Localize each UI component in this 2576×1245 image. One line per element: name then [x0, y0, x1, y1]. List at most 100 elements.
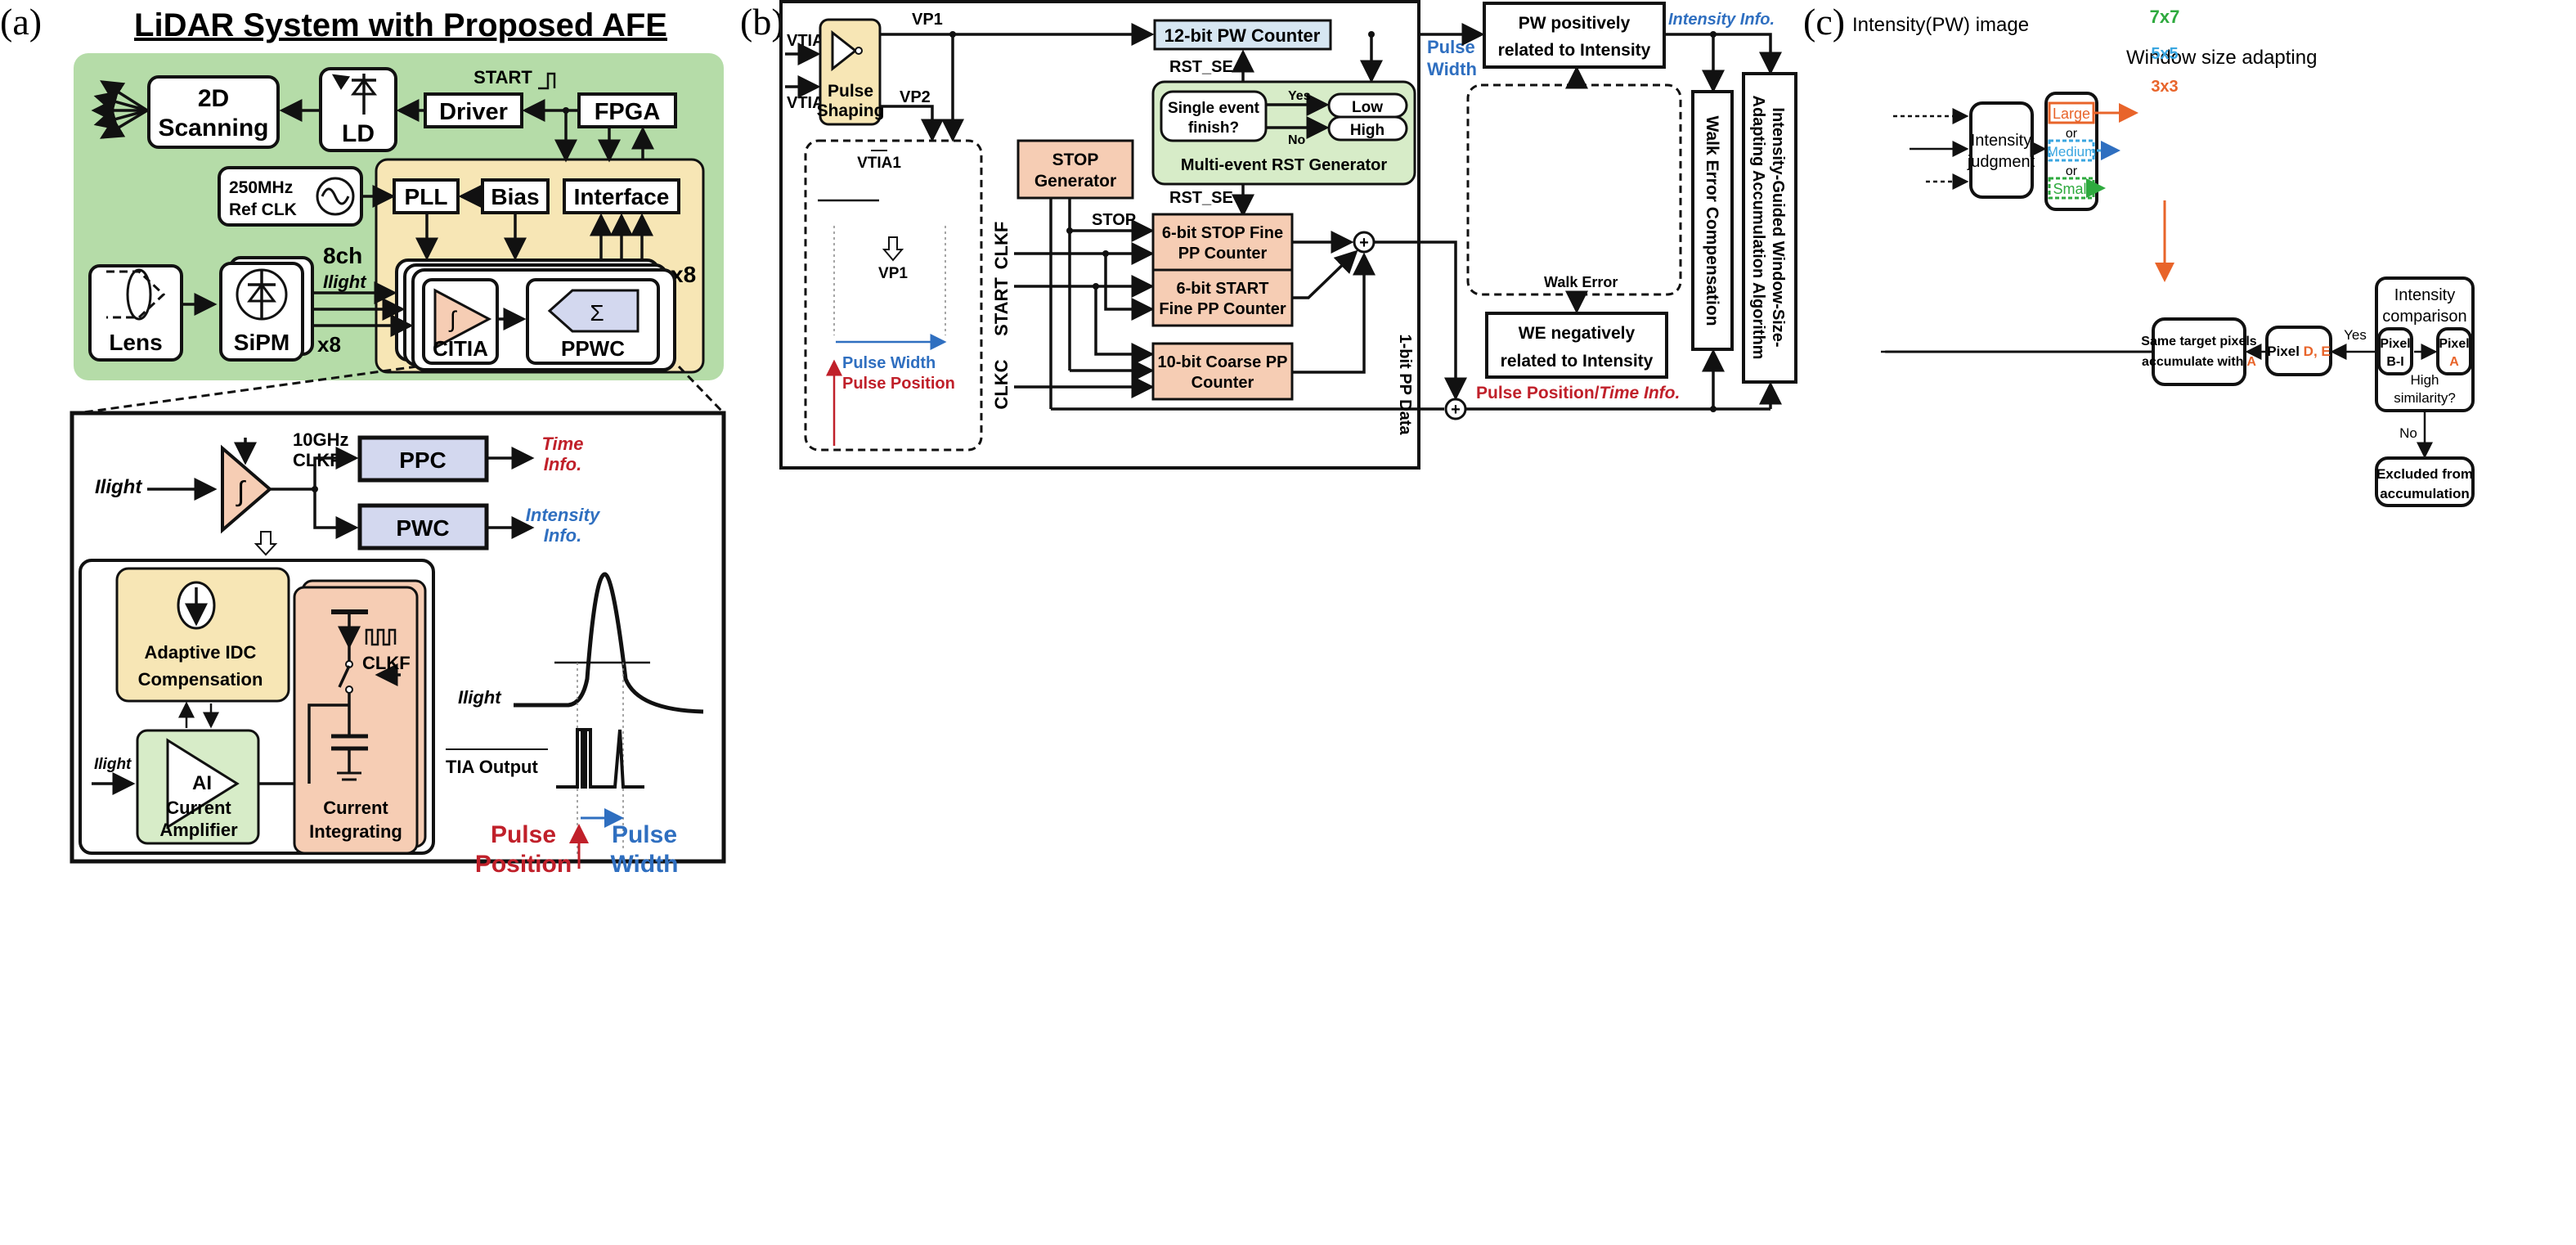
- current-source-icon: [177, 581, 216, 630]
- high-sim-1: High: [2411, 372, 2439, 388]
- window-adapting-label: Window size adapting: [2126, 47, 2317, 69]
- ilight-waveform: [514, 572, 704, 714]
- single-event-decision: [1160, 90, 1268, 142]
- ppc-label: PPC: [399, 447, 447, 473]
- excluded-block: [2375, 456, 2475, 507]
- current-int-label-1: Current: [323, 798, 388, 818]
- panel-a: (a) LiDAR System with Proposed AFE 2D Sc…: [0, 1, 726, 878]
- pwc-label: PWC: [396, 515, 449, 541]
- lens-icon: [106, 268, 166, 321]
- panel-c: (c) Intensity(PW) image Window size adap…: [1803, 1, 2475, 507]
- comparison-label-2: comparison: [2382, 308, 2466, 326]
- stop-fine-counter: [1151, 213, 1294, 272]
- tia-output-waveform: [556, 728, 644, 789]
- medium-option: [2048, 139, 2095, 162]
- single-event-label-2: finish?: [1188, 119, 1239, 137]
- start-fine-counter: [1151, 268, 1294, 327]
- plus-glyph: +: [1359, 234, 1369, 252]
- start-fine-label-1: 6-bit START: [1177, 280, 1269, 298]
- pixel-a-node: [2436, 327, 2472, 375]
- integrator-triangle: [221, 444, 273, 534]
- intensity-image-label: Intensity(PW) image: [1852, 14, 2029, 36]
- pixel-de-prefix: Pixel: [2267, 344, 2303, 359]
- small-label: Small: [2053, 181, 2089, 197]
- clock-wave-icon: [365, 628, 397, 646]
- adaptive-label-1: Adaptive IDC: [145, 642, 257, 663]
- high-label: High: [1350, 122, 1384, 139]
- bias-block: [481, 178, 550, 214]
- pulse-pos-text: Pulse Position/: [1476, 384, 1600, 402]
- same-target-text: accumulate with: [2142, 355, 2246, 369]
- excluded-2: accumulation: [2380, 486, 2470, 501]
- start-label: START: [473, 67, 532, 88]
- excluded-1: Excluded from: [2376, 466, 2473, 482]
- intensity-info-1: Intensity: [526, 505, 601, 525]
- ilight-label: Ilight: [323, 272, 367, 292]
- low-label: Low: [1352, 99, 1383, 116]
- pulse-width-tag-2: Width: [1427, 59, 1477, 79]
- inverter-icon: [831, 29, 858, 72]
- interface-label: Interface: [574, 184, 670, 209]
- panel-label-a: (a): [0, 1, 42, 43]
- current-amp-label-2: Amplifier: [159, 820, 238, 840]
- sipm-x8-label: x8: [317, 332, 341, 357]
- pw-counter-label: 12-bit PW Counter: [1165, 25, 1321, 46]
- time-info-2: Info.: [544, 454, 581, 474]
- same-target-2: accumulate with A: [2142, 355, 2256, 369]
- high-state: [1327, 115, 1408, 142]
- oscillator-icon: [316, 177, 355, 216]
- rst-se-label-2: RST_SE: [1169, 189, 1233, 207]
- pw-positive-block: [1483, 2, 1666, 69]
- walk-error-inset: [1466, 83, 1682, 296]
- sigma-icon: Σ: [590, 300, 604, 326]
- size-5x5: 5x5: [2151, 45, 2178, 63]
- start-pulse-icon: [538, 72, 556, 90]
- citia-integrator-icon: [433, 288, 492, 350]
- current-integrating-block: [293, 586, 419, 855]
- clkc-label: CLKC: [991, 359, 1012, 409]
- pulse-position-1: Pulse: [491, 821, 556, 848]
- vp1-label: VP1: [912, 11, 943, 29]
- size-7x7: 7x7: [2150, 7, 2180, 27]
- expand-arrow-icon: [254, 531, 278, 556]
- we-negative-1: WE negatively: [1519, 324, 1636, 343]
- we-negative-2: related to Intensity: [1501, 352, 1654, 371]
- stop-label: STOP: [1092, 211, 1136, 229]
- amp-symbol: AI: [192, 772, 212, 794]
- pw-counter-block: [1153, 19, 1332, 51]
- pulse-shaping-label-2: Shaping: [817, 101, 885, 120]
- comparison-label-1: Intensity: [2394, 286, 2455, 304]
- stop-gen-label-2: Generator: [1034, 172, 1116, 191]
- pulse-shaping-label-1: Pulse: [828, 82, 873, 101]
- pixel-a-1: Pixel: [2439, 337, 2469, 351]
- driver-block: [424, 92, 523, 128]
- pixel-a-2: A: [2449, 355, 2459, 369]
- start-label: START: [991, 277, 1012, 336]
- or-label-2: or: [2066, 164, 2078, 178]
- pll-label: PLL: [405, 184, 448, 209]
- clkf-label: CLKF: [362, 653, 411, 673]
- intensity-info-label: Intensity Info.: [1668, 11, 1775, 29]
- time-info-text: Time Info.: [1600, 384, 1681, 402]
- interface-block: [563, 178, 680, 214]
- lens-label: Lens: [109, 330, 162, 355]
- ppc-block: [357, 435, 489, 483]
- pulse-width-1: Pulse: [612, 821, 677, 848]
- pwc-block: [357, 503, 489, 551]
- panel-a-title: LiDAR System with Proposed AFE: [134, 7, 667, 43]
- pixel-bi-1: Pixel: [2380, 337, 2410, 351]
- integral-sign-icon: ∫: [236, 476, 246, 507]
- down-arrow-icon: [882, 236, 904, 262]
- scanning-label-2: Scanning: [158, 115, 268, 142]
- amp-ilight-label: Ilight: [94, 756, 132, 773]
- panel-b-frame: [779, 0, 1420, 470]
- stop-generator-block: [1016, 139, 1134, 200]
- start-fine-label-2: Fine PP Counter: [1159, 300, 1286, 318]
- panel-label-b: (b): [740, 1, 784, 43]
- adaptive-idc-block: [115, 567, 290, 703]
- clkf-label: CLKF: [991, 222, 1012, 270]
- stop-fine-label-2: PP Counter: [1178, 245, 1268, 263]
- size-3x3: 3x3: [2151, 78, 2178, 96]
- or-label-1: or: [2066, 127, 2078, 141]
